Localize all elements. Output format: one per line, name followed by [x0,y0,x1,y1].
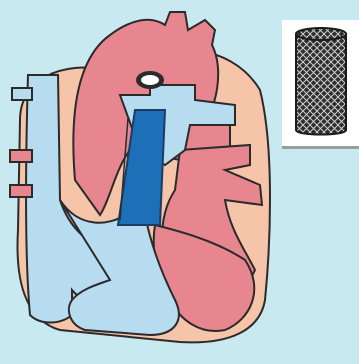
vessel-stub-3 [10,185,32,197]
aortic-opening-inner [141,75,159,85]
vessel-stub-1 [12,88,32,100]
stent-device-inset [282,20,359,149]
mesh-stent-icon [282,20,359,146]
vessel-stub-2 [10,150,32,162]
